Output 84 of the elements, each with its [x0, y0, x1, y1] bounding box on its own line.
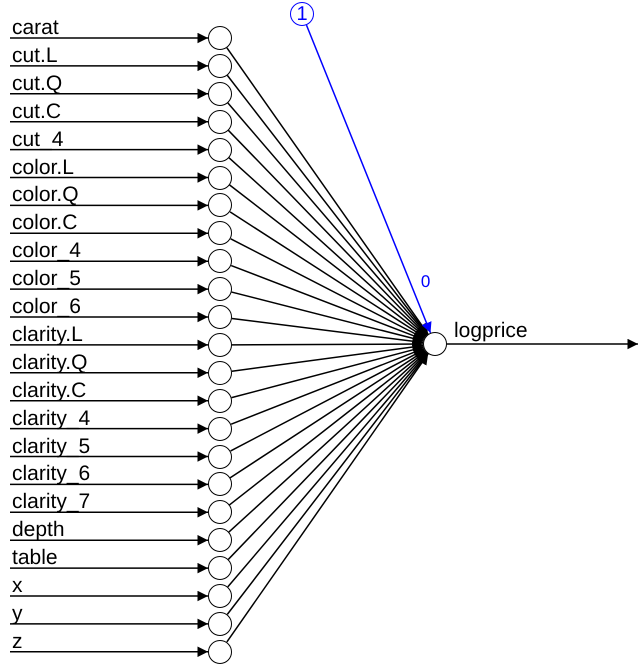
edge-label: color.L — [11, 156, 75, 178]
arrow — [230, 264, 424, 341]
arrow — [447, 338, 638, 350]
neuron-circle — [208, 640, 232, 664]
edge-label: logprice — [453, 320, 529, 341]
neuron-circle — [208, 360, 232, 385]
arrow — [10, 618, 208, 630]
arrow — [10, 507, 208, 518]
neuron-circle — [208, 332, 232, 357]
arrow — [231, 344, 424, 398]
neuron-circle — [208, 221, 232, 246]
neuron-circle — [208, 138, 232, 162]
arrow — [230, 238, 425, 340]
neuron-circle — [208, 110, 232, 134]
neuron-circle — [208, 416, 232, 441]
edge-label: z — [11, 630, 24, 652]
edge-label: depth — [11, 519, 66, 540]
edge-label: clarity.C — [11, 380, 88, 401]
edge-label: color.C — [11, 212, 78, 234]
arrow — [10, 144, 208, 155]
arrow — [10, 172, 208, 183]
neuron-circle — [208, 305, 232, 329]
arrow — [10, 284, 208, 294]
neuron-circle — [208, 612, 232, 636]
arrow — [10, 256, 208, 266]
arrow — [10, 562, 208, 574]
arrow — [231, 291, 424, 344]
arrow — [10, 423, 208, 434]
neuron-circle — [208, 54, 232, 78]
edge-label: clarity_7 — [11, 491, 92, 512]
arrow — [229, 184, 426, 338]
edge-label: color_4 — [11, 240, 82, 262]
arrow — [230, 347, 424, 425]
arrow — [232, 318, 424, 346]
arrow — [232, 342, 424, 372]
arrow — [10, 646, 208, 658]
edge-label: clarity_6 — [11, 463, 92, 484]
arrow — [10, 340, 208, 350]
neuron-circle — [208, 444, 232, 468]
neuron-circle — [208, 584, 232, 608]
arrow — [10, 395, 208, 406]
neuron-circle — [208, 277, 232, 302]
neuron-circle — [208, 388, 232, 413]
arrow — [230, 211, 426, 338]
edge-label: x — [11, 575, 24, 596]
neuron-circle — [208, 166, 232, 190]
neuron-circle — [208, 26, 232, 50]
neuron-circle — [208, 556, 232, 580]
arrow — [228, 350, 426, 506]
neuron-circle — [208, 193, 232, 218]
arrow — [10, 200, 208, 211]
arrow — [10, 116, 208, 127]
edge-label: carat — [11, 17, 60, 38]
edge-label: 0 — [420, 272, 432, 290]
arrow — [10, 60, 208, 72]
arrow — [10, 88, 208, 100]
arrow — [10, 451, 208, 462]
edge-label: cut.L — [11, 44, 59, 66]
neuron-circle — [208, 249, 232, 274]
arrow — [10, 32, 208, 44]
neuron-circle — [423, 332, 447, 356]
neuron-circle — [208, 500, 232, 524]
arrow — [10, 228, 208, 239]
arrow — [306, 24, 432, 334]
edge-label: clarity_5 — [11, 436, 92, 456]
edge-label: cut.C — [11, 100, 62, 122]
neuron-circle — [208, 82, 232, 106]
edge-label: color.Q — [11, 184, 80, 206]
arrow — [230, 350, 426, 478]
edge-label: table — [11, 547, 59, 568]
edge-label: color_6 — [11, 296, 82, 317]
neuron-circle — [208, 528, 232, 552]
arrow — [10, 534, 208, 546]
edge-label: color_5 — [11, 268, 82, 290]
neuron-circle — [208, 472, 232, 496]
bias-node: 1 — [290, 2, 314, 26]
arrow — [10, 368, 208, 378]
arrow — [10, 312, 208, 322]
edge-label: clarity.L — [11, 324, 84, 345]
edge-label: cut.Q — [11, 72, 64, 94]
edge-label: clarity.Q — [11, 352, 88, 373]
arrow — [10, 479, 208, 490]
arrow — [10, 590, 208, 602]
arrow — [230, 348, 425, 452]
